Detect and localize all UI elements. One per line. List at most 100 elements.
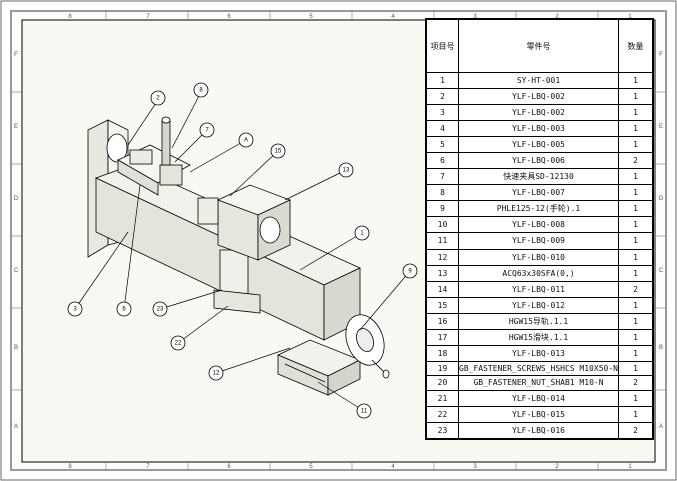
cylinder-bore — [259, 216, 281, 244]
zone-label: F — [14, 52, 18, 58]
svg-text:11: 11 — [361, 409, 368, 415]
bom-qty: 1 — [618, 296, 653, 314]
balloon-12: 12 — [208, 365, 224, 381]
bom-qty: 1 — [618, 184, 653, 202]
bom-part-no: YLF-LBQ-005 — [458, 136, 619, 154]
bom-part-no: 快速夹具SD-12130 — [458, 168, 619, 186]
bom-part-no: YLF-LBQ-013 — [458, 344, 619, 362]
rail-groove — [284, 363, 326, 383]
clamp-base-front — [117, 159, 159, 196]
bom-item-no: 3 — [426, 104, 459, 122]
header-item-no: 项目号 — [426, 19, 459, 73]
bom-qty: 1 — [618, 344, 653, 362]
zone-label: A — [659, 424, 663, 430]
bom-header-row: 项目号 零件号 数量 — [426, 19, 653, 73]
zone-label: 6 — [227, 464, 231, 470]
bom-item-no: 15 — [426, 296, 459, 314]
handwheel-handle — [371, 359, 385, 373]
bom-item-no: 23 — [426, 421, 459, 440]
bom-item-no: 2 — [426, 88, 459, 106]
svg-text:A: A — [244, 138, 248, 144]
svg-text:8: 8 — [199, 88, 203, 94]
bom-item-no: 19 — [426, 360, 459, 377]
end-plate-bore — [106, 133, 128, 163]
balloon-9: 9 — [402, 263, 418, 279]
zone-ticks — [11, 11, 666, 470]
zone-label: E — [659, 124, 663, 130]
zone-label: 5 — [309, 14, 313, 20]
bom-qty: 2 — [618, 375, 653, 391]
bom-part-no: YLF-LBQ-009 — [458, 232, 619, 250]
balloon-A: A — [238, 132, 254, 148]
bom-qty: 1 — [618, 104, 653, 122]
zone-label: 2 — [555, 14, 559, 20]
toggle-clamp-body — [159, 164, 183, 186]
bom-part-no: GB_FASTENER_SCREWS_HSHCS M10X50-N — [458, 360, 619, 377]
balloon-6: 6 — [116, 301, 132, 317]
bom-item-no: 8 — [426, 184, 459, 202]
zone-label: 1 — [628, 14, 632, 20]
zone-label: C — [14, 268, 19, 274]
balloon-3: 3 — [67, 301, 83, 317]
bom-part-no: YLF-LBQ-015 — [458, 405, 619, 423]
bom-item-no: 5 — [426, 136, 459, 154]
bom-qty: 1 — [618, 88, 653, 106]
zone-label: 4 — [391, 14, 395, 20]
zone-label: 2 — [555, 464, 559, 470]
bom-qty: 2 — [618, 280, 653, 298]
bom-qty: 1 — [618, 264, 653, 282]
bom-part-no: SY-HT-001 — [458, 71, 619, 90]
bom-qty: 1 — [618, 328, 653, 346]
bom-qty: 1 — [618, 232, 653, 250]
balloon-7: 7 — [199, 122, 215, 138]
bom-item-no: 13 — [426, 264, 459, 282]
bom-part-no: YLF-LBQ-011 — [458, 280, 619, 298]
zone-label: B — [659, 345, 663, 351]
svg-text:7: 7 — [205, 128, 209, 134]
zone-label: 8 — [68, 464, 72, 470]
bom-part-no: HGW15导轨.1.1 — [458, 312, 619, 330]
bom-qty: 1 — [618, 360, 653, 377]
bom-item-no: 9 — [426, 200, 459, 218]
svg-text:1: 1 — [360, 231, 364, 237]
bom-part-no: YLF-LBQ-012 — [458, 296, 619, 314]
bom-qty: 1 — [618, 389, 653, 407]
bom-item-no: 16 — [426, 312, 459, 330]
zone-label: A — [14, 424, 18, 430]
zone-label: E — [14, 124, 18, 130]
bom-qty: 2 — [618, 152, 653, 170]
bom-qty: 1 — [618, 120, 653, 138]
zone-label: 3 — [473, 14, 477, 20]
svg-text:15: 15 — [275, 149, 282, 155]
bom-item-no: 10 — [426, 216, 459, 234]
bom-qty: 1 — [618, 200, 653, 218]
bom-qty: 1 — [618, 71, 653, 90]
zone-label: 6 — [227, 14, 231, 20]
balloon-15: 15 — [270, 143, 286, 159]
balloon-leaders — [74, 91, 411, 412]
bom-part-no: YLF-LBQ-008 — [458, 216, 619, 234]
bom-qty: 1 — [618, 216, 653, 234]
zone-label: B — [14, 345, 18, 351]
bom-part-no: GB_FASTENER_NUT_SHAB1 M10-N — [458, 375, 619, 391]
balloon-11: 11 — [356, 403, 372, 419]
bom-qty: 1 — [618, 312, 653, 330]
zone-label: 7 — [146, 14, 150, 20]
bom-item-no: 22 — [426, 405, 459, 423]
svg-text:3: 3 — [73, 307, 77, 313]
